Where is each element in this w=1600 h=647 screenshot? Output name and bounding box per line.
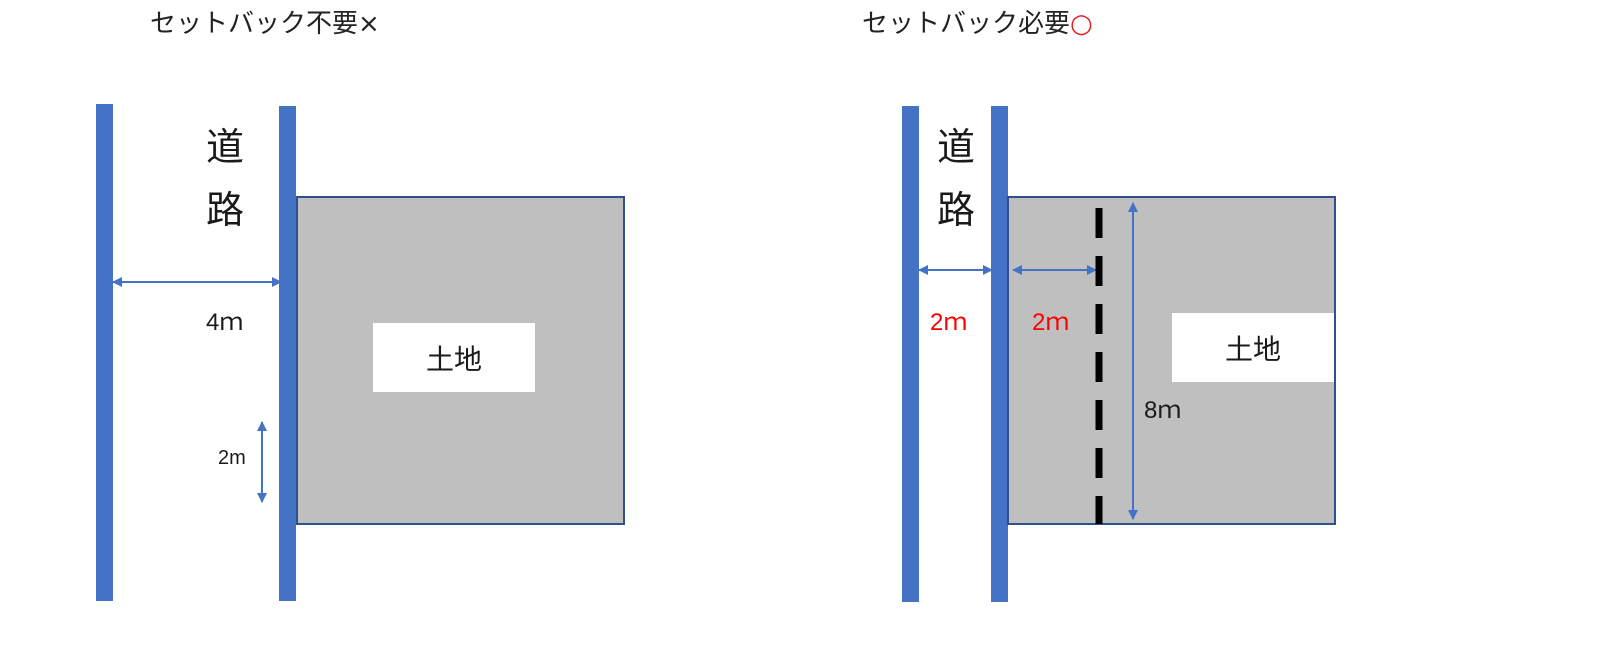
cross-mark: × <box>358 9 380 39</box>
left-road-char-1: 道 <box>206 125 245 169</box>
left-lot-label-box: 土地 <box>373 323 535 392</box>
right-road-width-label: 2ｍ <box>930 309 968 336</box>
left-title-text: セットバック不要 <box>150 9 359 39</box>
right-title-text: セットバック必要 <box>862 9 1071 39</box>
right-road-char-2: 路 <box>937 188 976 232</box>
right-setback-width-label: 2ｍ <box>1032 309 1070 336</box>
right-lot-height-label: 8ｍ <box>1144 397 1182 424</box>
left-road-edge-inner <box>279 106 296 601</box>
left-road-width-label: 4ｍ <box>206 309 244 336</box>
right-lot-label: 土地 <box>1224 332 1281 366</box>
left-lot-label: 土地 <box>425 342 482 376</box>
left-road-edge-outer <box>96 104 113 601</box>
right-lot-label-box: 土地 <box>1172 313 1334 382</box>
left-road-char-2: 路 <box>206 188 245 232</box>
right-panel-title: セットバック必要○ <box>862 11 1093 37</box>
left-small-dim-label: 2m <box>218 447 246 469</box>
right-road-edge-inner <box>991 106 1008 602</box>
right-road-edge-outer <box>902 106 919 602</box>
circle-mark: ○ <box>1070 9 1093 39</box>
right-road-char-1: 道 <box>937 125 976 169</box>
left-panel-title: セットバック不要× <box>150 11 380 37</box>
